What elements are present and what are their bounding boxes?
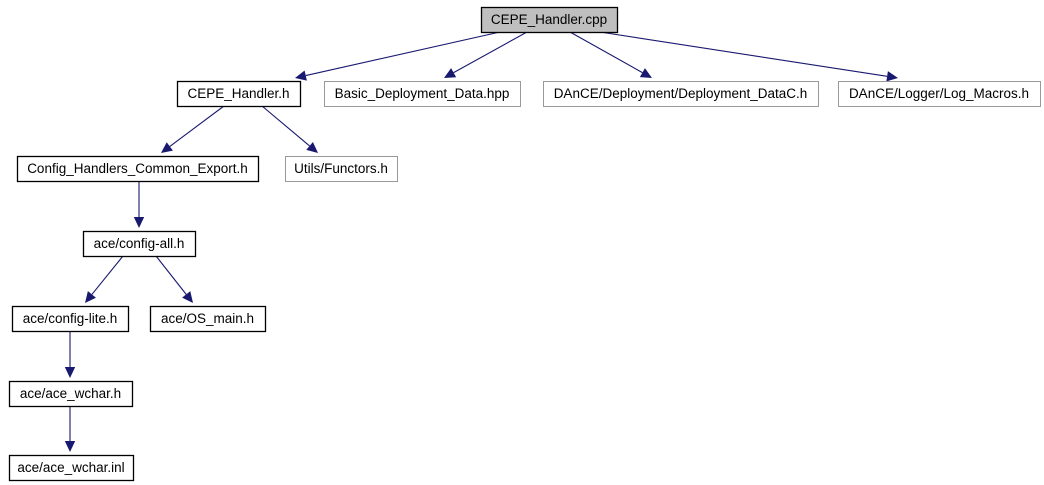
graph-node-log-macros-h[interactable]: DAnCE/Logger/Log_Macros.h [838,81,1041,107]
node-box[interactable] [480,6,619,34]
node-label: CEPE_Handler.cpp [491,12,607,27]
graph-node-basic-deployment-data-hpp[interactable]: Basic_Deployment_Data.hpp [324,81,521,107]
graph-node-deployment-datac-h[interactable]: DAnCE/Deployment/Deployment_DataC.h [543,81,819,107]
node-box[interactable] [543,81,819,107]
node-box[interactable] [16,155,260,183]
graph-edge [133,181,145,228]
node-box[interactable] [838,81,1041,107]
graph-node-ace-config-lite-h[interactable]: ace/config-lite.h [11,305,130,333]
graph-edge [295,31,501,81]
graph-node-ace-os-main-h[interactable]: ace/OS_main.h [149,305,267,333]
node-label: ace/OS_main.h [161,311,254,326]
graph-edge [261,105,318,153]
graph-edge [155,255,193,303]
graph-node-ace-ace-wchar-h[interactable]: ace/ace_wchar.h [8,380,134,408]
graph-edge [85,255,124,303]
node-label: Utils/Functors.h [294,161,388,176]
graph-edge [161,105,225,153]
node-label: ace/config-lite.h [23,311,118,326]
graph-node-utils-functors-h[interactable]: Utils/Functors.h [285,156,398,182]
graph-node-config-handlers-common-export-h[interactable]: Config_Handlers_Common_Export.h [16,155,260,183]
graph-edge [599,31,898,82]
node-box[interactable] [149,305,267,333]
graph-node-ace-ace-wchar-inl[interactable]: ace/ace_wchar.inl [8,454,135,482]
node-label: Basic_Deployment_Data.hpp [335,86,510,101]
node-box[interactable] [8,380,134,408]
node-box[interactable] [176,80,302,108]
graph-edge [64,331,76,378]
node-box[interactable] [8,454,135,482]
node-label: Config_Handlers_Common_Export.h [27,161,248,176]
node-label: ace/ace_wchar.inl [17,460,124,475]
graph-node-cepe-handler-cpp[interactable]: CEPE_Handler.cpp [480,6,619,34]
node-label: DAnCE/Logger/Log_Macros.h [849,86,1029,101]
graph-node-ace-config-all-h[interactable]: ace/config-all.h [82,230,197,258]
graph-edge [64,406,76,452]
node-box[interactable] [82,230,197,258]
node-label: CEPE_Handler.h [187,86,289,101]
node-label: ace/config-all.h [94,236,185,251]
node-label: ace/ace_wchar.h [20,386,121,401]
graph-node-cepe-handler-h[interactable]: CEPE_Handler.h [176,80,302,108]
node-box[interactable] [324,81,521,107]
graph-edge [569,31,652,78]
node-label: DAnCE/Deployment/Deployment_DataC.h [554,86,808,101]
graph-edge [444,31,528,78]
node-box[interactable] [285,156,398,182]
node-box[interactable] [11,305,130,333]
edges-layer [64,31,898,452]
